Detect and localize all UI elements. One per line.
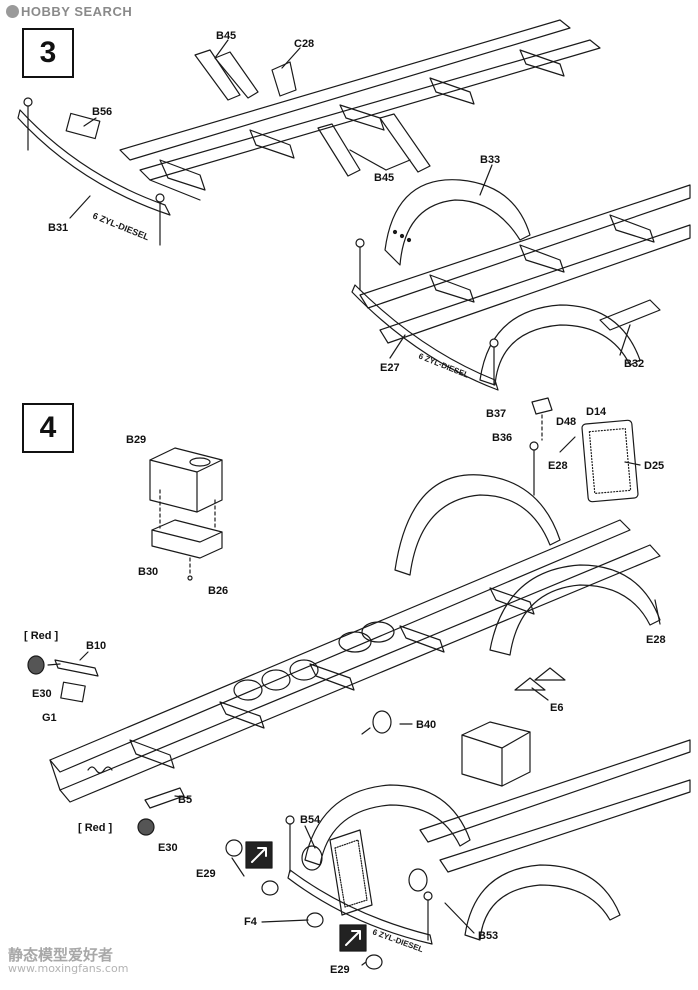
label-e29-1: E29: [196, 868, 216, 880]
label-g1: G1: [42, 712, 57, 724]
step3-frame-right: [351, 164, 691, 391]
label-b32: B32: [624, 358, 645, 370]
label-b36: B36: [492, 432, 513, 444]
watermark-url: www.moxingfans.com: [8, 962, 129, 975]
step-4-box: 4: [22, 403, 74, 453]
label-b45-top: B45: [216, 30, 237, 42]
hobby-search-logo: HOBBY SEARCH: [6, 4, 132, 19]
step4-front-assembly: [225, 721, 691, 970]
label-d25: D25: [644, 460, 665, 472]
label-b40: B40: [416, 719, 437, 731]
label-e30-1: E30: [32, 688, 52, 700]
label-f4: F4: [244, 916, 257, 928]
label-d14: D14: [586, 406, 607, 418]
label-b37: B37: [486, 408, 507, 420]
hobby-search-text: HOBBY SEARCH: [21, 4, 133, 19]
label-e28-mid: E28: [646, 634, 666, 646]
label-b10: B10: [86, 640, 107, 652]
label-b26: B26: [208, 585, 229, 597]
label-c28: C28: [294, 38, 315, 50]
step-3-box: 3: [22, 28, 74, 78]
label-b5: B5: [178, 794, 193, 806]
hobby-search-mark-icon: [6, 5, 19, 18]
step4-main-chassis: [27, 397, 661, 836]
label-b53: B53: [478, 930, 499, 942]
label-e27: E27: [380, 362, 400, 374]
label-e29-2: E29: [330, 964, 350, 976]
step3-frame-left: [17, 19, 601, 246]
label-b54: B54: [300, 814, 321, 826]
step4-fuel-tank-parts: [149, 447, 223, 581]
label-red-1: [ Red ]: [24, 630, 59, 642]
label-b56: B56: [92, 106, 113, 118]
label-b45-mid: B45: [374, 172, 395, 184]
bumper-lettering-3b: 6 ZYL-DIESEL: [417, 352, 470, 380]
label-e30-2: E30: [158, 842, 178, 854]
label-b30: B30: [138, 566, 159, 578]
label-b33: B33: [480, 154, 501, 166]
label-d48: D48: [556, 416, 577, 428]
watermark-cn: 静态模型爱好者: [8, 946, 114, 964]
label-red-2: [ Red ]: [78, 822, 113, 834]
label-b31: B31: [48, 222, 69, 234]
bumper-lettering-3a: 6 ZYL-DIESEL: [91, 211, 151, 243]
label-b29: B29: [126, 434, 147, 446]
label-e6: E6: [550, 702, 564, 714]
label-e28-top: E28: [548, 460, 568, 472]
